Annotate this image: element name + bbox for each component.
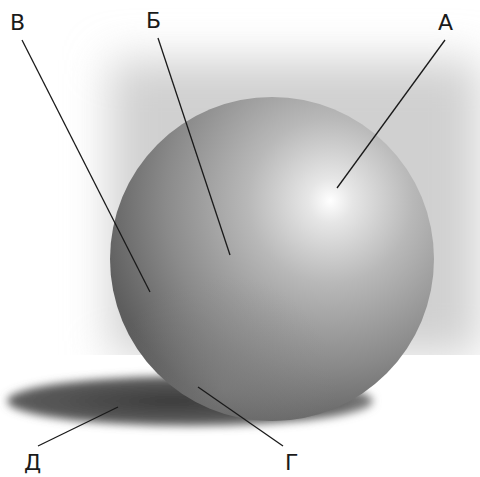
part-label: В [10, 12, 25, 34]
sphere [110, 97, 434, 421]
leader-line [38, 407, 118, 446]
leader-line [198, 387, 283, 446]
part-label: Б [146, 10, 161, 32]
part-label: Д [24, 452, 41, 474]
leader-line [22, 40, 150, 292]
part-label: А [438, 12, 453, 34]
leader-line [158, 38, 230, 255]
part-label: Г [285, 452, 298, 474]
reflected-light [110, 97, 434, 421]
leader-line [337, 40, 445, 188]
